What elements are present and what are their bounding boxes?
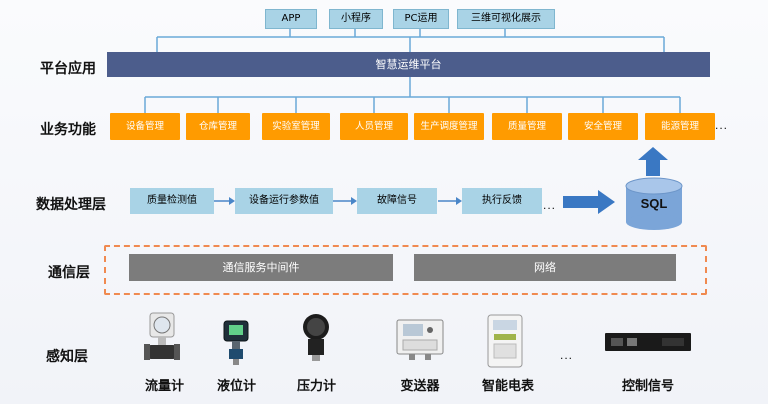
communication-frame	[104, 245, 707, 295]
up-arrow	[638, 147, 668, 176]
data-fault-signal: 故障信号	[357, 188, 437, 214]
database-label: SQL	[640, 196, 668, 211]
data-more: ...	[543, 198, 557, 212]
biz-energy: 能源管理	[645, 113, 715, 140]
biz-scheduling: 生产调度管理	[414, 113, 484, 140]
client-connectors	[156, 28, 665, 52]
biz-more: ...	[715, 118, 729, 132]
data-quality-value: 质量检测值	[130, 188, 214, 214]
biz-equipment: 设备管理	[110, 113, 180, 140]
biz-lab: 实验室管理	[262, 113, 330, 140]
platform-bar: 智慧运维平台	[107, 52, 710, 77]
biz-personnel: 人员管理	[340, 113, 408, 140]
layer-label-platform: 平台应用	[40, 61, 96, 77]
sensor-level-meter: 液位计	[217, 379, 257, 394]
layer-label-business: 业务功能	[40, 122, 96, 138]
sensor-transmitter: 变送器	[400, 379, 440, 394]
biz-quality: 质量管理	[492, 113, 562, 140]
layer-label-data: 数据处理层	[36, 197, 106, 213]
client-app: APP	[265, 9, 317, 29]
business-connectors	[144, 77, 681, 113]
client-3d-visualization: 三维可视化展示	[457, 9, 555, 29]
sensor-smart-meter: 智能电表	[481, 379, 534, 394]
client-miniprogram: 小程序	[329, 9, 383, 29]
data-equipment-params: 设备运行参数值	[235, 188, 333, 214]
data-execution-feedback: 执行反馈	[462, 188, 542, 214]
layer-label-perception: 感知层	[46, 349, 88, 365]
comm-middleware: 通信服务中间件	[129, 254, 393, 281]
data-arrows	[213, 197, 462, 205]
database-cylinder	[625, 177, 683, 230]
sensor-control-signal: 控制信号	[621, 379, 674, 394]
sensor-flow-meter: 流量计	[145, 379, 185, 394]
biz-safety: 安全管理	[568, 113, 638, 140]
biz-warehouse: 仓库管理	[186, 113, 250, 140]
layer-label-communication: 通信层	[48, 265, 90, 281]
to-database-arrow	[563, 190, 615, 214]
client-pc: PC运用	[393, 9, 449, 29]
sensor-pressure-meter: 压力计	[297, 379, 337, 394]
comm-network: 网络	[414, 254, 676, 281]
sensors-more: ...	[560, 348, 574, 362]
